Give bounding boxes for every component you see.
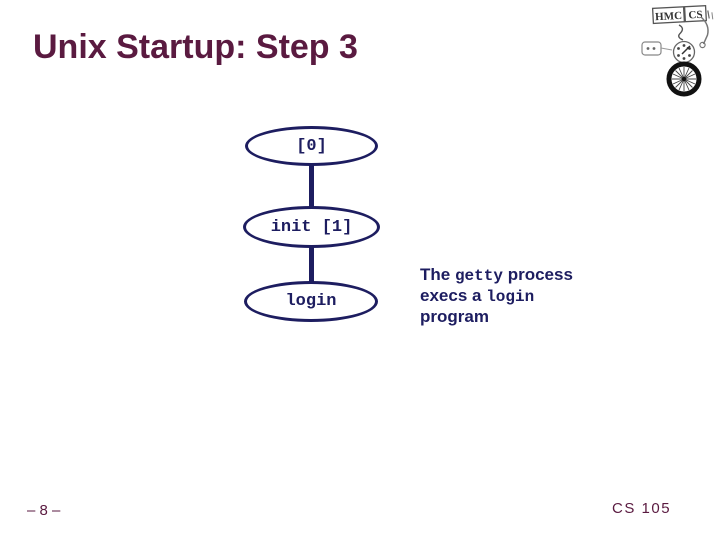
process-node-0: [0]	[245, 126, 378, 166]
note-line2-code: login	[486, 288, 535, 306]
process-node-login: login	[244, 281, 378, 322]
logo-banner-text-cs: CS	[688, 9, 703, 22]
note-line1-pre: The	[420, 265, 455, 284]
logo-wheel	[666, 61, 702, 97]
course-label: CS 105	[612, 500, 672, 517]
logo-cart	[641, 41, 673, 56]
connector-line-init-login	[309, 245, 314, 284]
note-line-3: program	[420, 307, 620, 327]
note-line1-code: getty	[454, 267, 503, 285]
connector-line-0-init	[309, 163, 314, 209]
logo-banner-text-hmc: HMC	[655, 10, 683, 23]
page-number: – 8 –	[27, 502, 61, 519]
logo-swirl	[678, 24, 684, 41]
page-title: Unix Startup: Step 3	[33, 28, 358, 66]
note-line2-pre: execs a	[420, 286, 487, 305]
logo-gear-hub	[672, 40, 696, 64]
note-line-1: The getty process	[420, 265, 620, 286]
process-node-0-label: [0]	[296, 136, 327, 156]
note-line1-post: process	[502, 265, 573, 284]
process-node-init-label: init [1]	[270, 217, 353, 237]
note-text: The getty process execs a login program	[420, 265, 620, 327]
process-node-init: init [1]	[243, 206, 380, 248]
logo-arm	[699, 16, 709, 49]
note-line-2: execs a login	[420, 286, 620, 307]
note-line3-text: program	[420, 307, 489, 326]
process-node-login-label: login	[285, 292, 337, 311]
hmc-cs-logo: HMC CS	[641, 4, 714, 97]
